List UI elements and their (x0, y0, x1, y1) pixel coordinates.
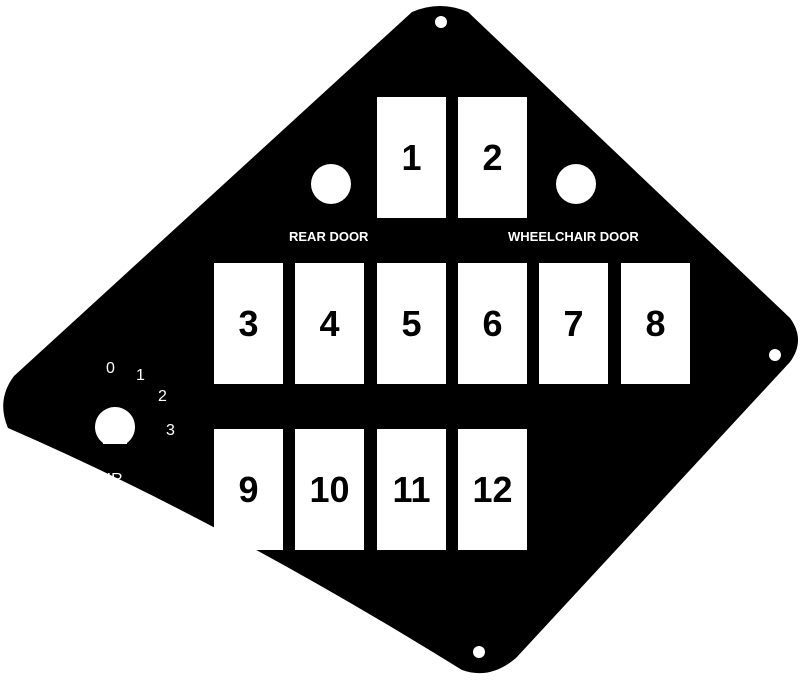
switch-5[interactable]: 5 (377, 263, 446, 384)
switch-2-number: 2 (482, 136, 503, 178)
switch-9-number: 9 (238, 468, 259, 510)
switch-6[interactable]: 6 (458, 263, 527, 384)
switch-5-number: 5 (401, 302, 422, 344)
switch-9[interactable]: 9 (214, 429, 283, 550)
switch-7[interactable]: 7 (539, 263, 608, 384)
air-dial-position-1: 1 (136, 367, 145, 384)
switch-10-number: 10 (309, 468, 350, 510)
switch-10[interactable]: 10 (295, 429, 364, 550)
switch-7-number: 7 (563, 302, 584, 344)
switch-12[interactable]: 12 (458, 429, 527, 550)
switch-1-number: 1 (401, 136, 422, 178)
switch-11-number: 11 (392, 468, 431, 510)
mounting-hole-top (435, 16, 447, 28)
switch-6-number: 6 (482, 302, 503, 344)
switch-8-number: 8 (645, 302, 666, 344)
switch-12-number: 12 (472, 468, 513, 510)
rear-door-label: REAR DOOR (289, 229, 369, 244)
switch-2[interactable]: 2 (458, 97, 527, 218)
air-dial-position-0: 0 (106, 360, 115, 377)
air-dial-position-3: 3 (166, 422, 175, 439)
switch-3-number: 3 (238, 302, 259, 344)
switch-3[interactable]: 3 (214, 263, 283, 384)
switch-4-number: 4 (319, 302, 340, 344)
air-dial-position-2: 2 (158, 388, 167, 405)
wheelchair-door-button-hole[interactable] (556, 164, 596, 204)
rear-door-button-hole[interactable] (311, 164, 351, 204)
air-label: AIR (96, 471, 123, 488)
mounting-hole-left (15, 438, 27, 450)
switch-8[interactable]: 8 (621, 263, 690, 384)
switch-11[interactable]: 11 (377, 429, 446, 550)
switch-1[interactable]: 1 (377, 97, 446, 218)
mounting-hole-bottom (473, 646, 485, 658)
switch-4[interactable]: 4 (295, 263, 364, 384)
mounting-hole-right (769, 349, 781, 361)
air-dial-keyed-hole[interactable] (95, 407, 136, 444)
wheelchair-door-label: WHEELCHAIR DOOR (508, 229, 639, 244)
